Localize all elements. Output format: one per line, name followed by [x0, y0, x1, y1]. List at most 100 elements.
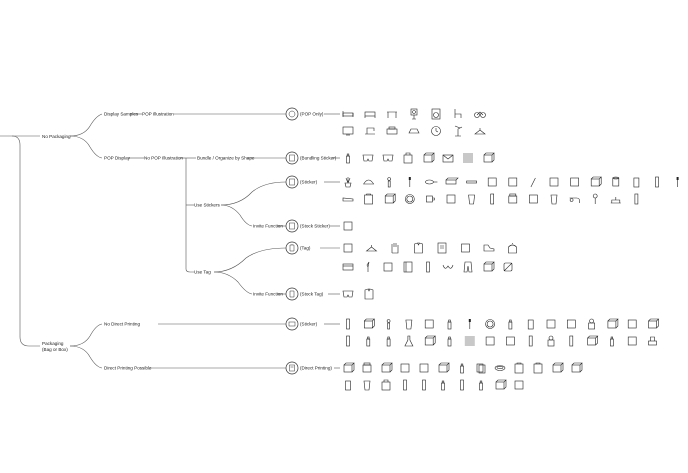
tray-icon — [514, 362, 524, 374]
box-icon — [590, 176, 602, 187]
sticker-row-2 — [342, 193, 639, 205]
box-icon — [438, 362, 450, 373]
rect-icon — [570, 177, 579, 187]
tag-node-label: (Tag) — [300, 246, 311, 251]
rect-icon — [383, 262, 393, 272]
tube-icon — [528, 335, 533, 347]
root-trunk-link — [0, 135, 40, 347]
pop-only-row-1 — [342, 108, 486, 120]
towel-icon — [342, 263, 354, 271]
sticker-node: (Sticker) — [285, 175, 318, 189]
direct-print-row-2 — [345, 379, 524, 391]
packaging-sticker-node: (Sticker) — [285, 317, 318, 331]
stock-tag-node: (Stock Tag) — [285, 287, 324, 301]
bag-icon — [403, 152, 413, 164]
machine-icon — [648, 336, 657, 346]
cup-icon — [363, 380, 371, 391]
tube-icon — [426, 261, 430, 273]
can-icon — [633, 177, 640, 188]
stack-icon — [463, 153, 473, 163]
cup-icon — [468, 194, 475, 205]
bottle-icon — [346, 153, 350, 164]
tube-icon — [569, 335, 574, 347]
use-stickers-to-sticker-link — [220, 181, 287, 206]
box-icon — [384, 193, 396, 204]
tube-icon — [460, 379, 464, 391]
direct-print-row-1 — [343, 362, 583, 374]
can-icon — [345, 380, 351, 391]
box-icon — [363, 318, 376, 329]
box-icon — [495, 379, 507, 390]
bottle-icon — [610, 336, 614, 347]
bra-icon — [442, 264, 454, 269]
roll-icon — [612, 176, 620, 187]
no-packaging-to-pop-display-link — [69, 135, 103, 159]
bottle-icon — [366, 336, 371, 347]
spoon-icon — [592, 193, 598, 204]
sewing-icon — [365, 127, 375, 135]
tag-row-1 — [343, 242, 517, 254]
bed-icon — [342, 111, 354, 117]
rect-icon — [419, 363, 429, 373]
product-icon-grid — [342, 108, 679, 391]
pipe-icon — [569, 197, 580, 203]
stock-tag-node-label: (Stock Tag) — [300, 292, 324, 297]
stapler-icon — [342, 197, 354, 202]
tube-icon — [655, 176, 659, 188]
packaging-label-line2: (Bag or Box) — [42, 347, 68, 352]
flask-icon — [404, 335, 414, 347]
no-packaging-to-display-samples-link — [69, 113, 103, 137]
cup-icon — [550, 194, 558, 205]
tray-icon — [364, 193, 373, 205]
plate-icon — [485, 319, 495, 329]
pop-display-label: POP Display — [104, 156, 131, 161]
direct-none-row-1 — [346, 318, 660, 330]
rect-icon — [506, 336, 515, 346]
rect-icon — [487, 177, 497, 187]
box-icon — [571, 362, 583, 373]
pen-icon — [530, 177, 536, 188]
bundling-row — [346, 152, 495, 164]
shirt-icon — [414, 242, 423, 254]
tree-labels: No Packaging Display Samples POP Illustr… — [42, 112, 283, 371]
stock-sticker-row — [343, 221, 353, 231]
packaging-sticker-node-label: (Sticker) — [300, 322, 318, 327]
tag-invite-function-label: Invite Function — [253, 292, 283, 297]
book-icon — [403, 261, 413, 273]
tag-node: (Tag) — [285, 241, 311, 255]
glove-icon — [391, 243, 399, 254]
lamp-icon — [454, 125, 463, 137]
no-pop-to-use-tag-link — [185, 158, 194, 273]
toy-icon — [588, 318, 595, 330]
pop-illustration-label: POP Illustration — [142, 112, 174, 117]
rect-icon — [343, 243, 353, 253]
packaging-label-line1: Packaging — [42, 341, 64, 346]
pop-only-row-2 — [342, 125, 486, 137]
bottle-icon — [447, 336, 452, 347]
flat-icon — [466, 180, 477, 184]
bundling-sticker-node-label: (Bundling Sticker) — [300, 156, 337, 161]
washer-icon — [431, 108, 441, 120]
no-direct-printing-label: No Direct Printing — [104, 322, 140, 327]
jar-icon — [508, 193, 518, 204]
direct-printing-node-label: (Direct Printing) — [300, 366, 332, 371]
tag-row-2 — [342, 261, 513, 273]
rect-icon — [566, 319, 576, 329]
bottle-icon — [479, 380, 483, 391]
sofa-icon — [364, 111, 376, 118]
hanger-icon — [365, 245, 378, 252]
stock-sticker-node: (Stock Sticker) — [285, 219, 330, 233]
plate-icon — [404, 194, 415, 204]
envelope-icon — [442, 154, 454, 163]
tube-icon — [634, 193, 639, 205]
can-icon — [527, 319, 534, 330]
rect-icon — [508, 177, 518, 187]
bottle-icon — [460, 363, 464, 374]
bag-icon — [381, 379, 391, 391]
pop-only-node: (POP Only) — [285, 107, 324, 121]
box-icon — [607, 318, 619, 329]
rect-icon — [529, 194, 538, 204]
stack-icon — [464, 336, 475, 346]
dish-icon — [494, 365, 506, 371]
brick-icon — [445, 177, 459, 185]
